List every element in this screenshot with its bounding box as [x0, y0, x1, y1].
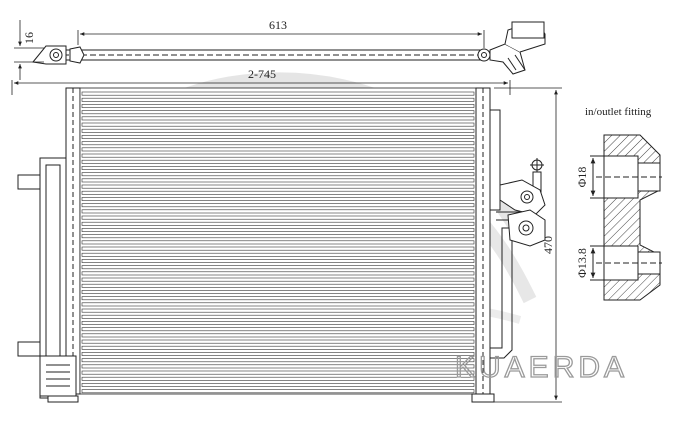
fin-tube	[81, 333, 475, 338]
fin-tube	[81, 91, 475, 96]
fin-tube	[81, 104, 475, 108]
fin-tube	[81, 234, 475, 239]
fin-tube	[81, 221, 475, 226]
dim-bracket-offset: 16	[22, 32, 36, 44]
fin-tube	[81, 184, 475, 189]
dimension-745	[11, 80, 511, 95]
fin-tube	[81, 97, 475, 102]
fin-tube	[81, 364, 475, 369]
fin-tube	[81, 153, 475, 158]
right-fittings	[499, 158, 546, 247]
dimension-470	[494, 87, 562, 403]
fin-tube	[81, 308, 475, 313]
fin-tube	[81, 228, 475, 232]
fin-tube	[81, 352, 475, 356]
fin-tube	[81, 271, 475, 276]
fin-tube	[81, 376, 475, 381]
fitting-section-view	[590, 134, 662, 301]
fin-tube	[81, 203, 475, 208]
dimension-16	[14, 20, 44, 80]
fin-tube	[81, 246, 475, 251]
fin-tube	[81, 141, 475, 146]
fin-tube	[81, 283, 475, 288]
dim-core-width: 2-745	[248, 67, 276, 81]
fin-tube	[81, 265, 475, 270]
fin-tube	[81, 240, 475, 245]
fin-tube	[81, 135, 475, 139]
watermark-text: KUAERDA	[455, 351, 628, 384]
fin-tube	[81, 296, 475, 301]
fin-tube	[81, 197, 475, 201]
fin-tube	[81, 215, 475, 220]
fin-tube	[81, 209, 475, 214]
left-header-tank	[17, 87, 81, 403]
fin-tube	[81, 370, 475, 375]
fin-tube	[81, 277, 475, 282]
top-bar-assembly	[32, 21, 546, 75]
fin-tube	[81, 345, 475, 350]
fin-tube	[81, 290, 475, 294]
fin-tube	[81, 172, 475, 177]
fin-tube	[81, 190, 475, 195]
fin-tube	[81, 383, 475, 387]
fin-tube	[81, 147, 475, 152]
dimension-613	[77, 30, 485, 48]
fin-tube	[81, 110, 475, 115]
dim-fitting-dia-2: Φ13.8	[575, 248, 589, 278]
dim-fitting-dia-1: Φ18	[575, 167, 589, 188]
fin-tube	[81, 327, 475, 332]
dim-top-bar-length: 613	[269, 18, 287, 32]
fin-tube	[81, 252, 475, 257]
right-header-tank	[471, 87, 521, 403]
fin-tube	[81, 159, 475, 164]
core-fins	[81, 91, 475, 394]
fin-tube	[81, 128, 475, 133]
fin-tube	[81, 178, 475, 183]
fin-tube	[81, 122, 475, 127]
dim-height: 470	[541, 236, 555, 254]
fin-tube	[81, 314, 475, 319]
fin-tube	[81, 116, 475, 121]
fin-tube	[81, 166, 475, 170]
condenser-core	[79, 87, 477, 395]
fin-tube	[81, 389, 475, 394]
fin-tube	[81, 358, 475, 363]
fitting-label: in/outlet fitting	[585, 106, 652, 118]
fin-tube	[81, 339, 475, 344]
fin-tube	[81, 302, 475, 307]
fin-tube	[81, 259, 475, 263]
fin-tube	[81, 321, 475, 325]
